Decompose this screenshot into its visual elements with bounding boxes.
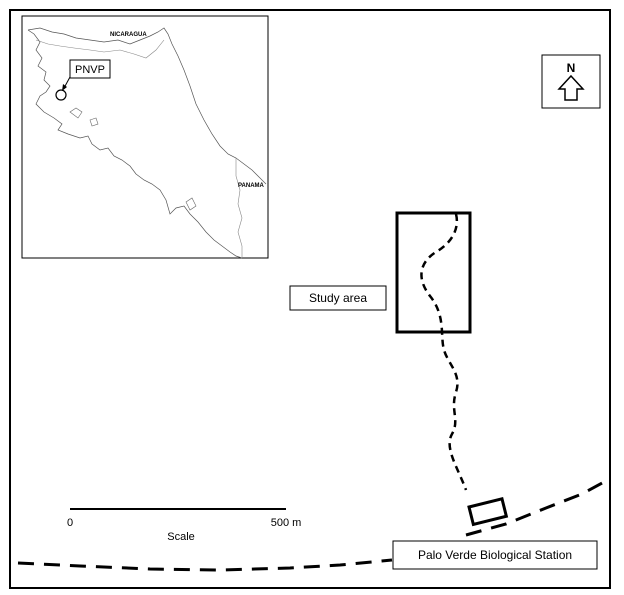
inset-frame [21, 15, 269, 259]
road-bottom [17, 558, 393, 572]
scale-bar: 0 500 m Scale [67, 508, 302, 543]
pnvp-label-box [69, 59, 111, 79]
inset-border-nicaragua [35, 39, 165, 59]
pnvp-pointer-head [62, 84, 67, 91]
trail-path [420, 213, 468, 491]
inset-gulf-islands [69, 107, 197, 211]
station-building [467, 496, 509, 527]
study-area-label-box [289, 285, 387, 311]
inset-label-panama: PANAMA [238, 183, 265, 189]
north-arrow: N [541, 54, 601, 109]
road-right [465, 480, 605, 537]
inset-map: NICARAGUA PANAMA PNVP [21, 15, 269, 259]
scale-start-label: 0 [67, 517, 73, 529]
station-label-text: Palo Verde Biological Station [418, 548, 572, 562]
inset-border-panama [235, 158, 243, 258]
station-label: Palo Verde Biological Station [392, 540, 598, 570]
scale-end-label: 500 m [271, 517, 302, 529]
north-label: N [567, 61, 576, 75]
study-area-label: Study area [289, 285, 387, 311]
study-area-label-text: Study area [309, 291, 367, 305]
inset-label-nicaragua: NICARAGUA [110, 32, 147, 38]
north-arrow-icon [557, 74, 585, 101]
station-label-box [392, 540, 598, 570]
inset-coastline [27, 27, 267, 259]
scale-title: Scale [167, 531, 195, 543]
pnvp-marker [55, 89, 67, 101]
study-area-box [395, 211, 472, 334]
pnvp-label: PNVP [75, 64, 105, 76]
